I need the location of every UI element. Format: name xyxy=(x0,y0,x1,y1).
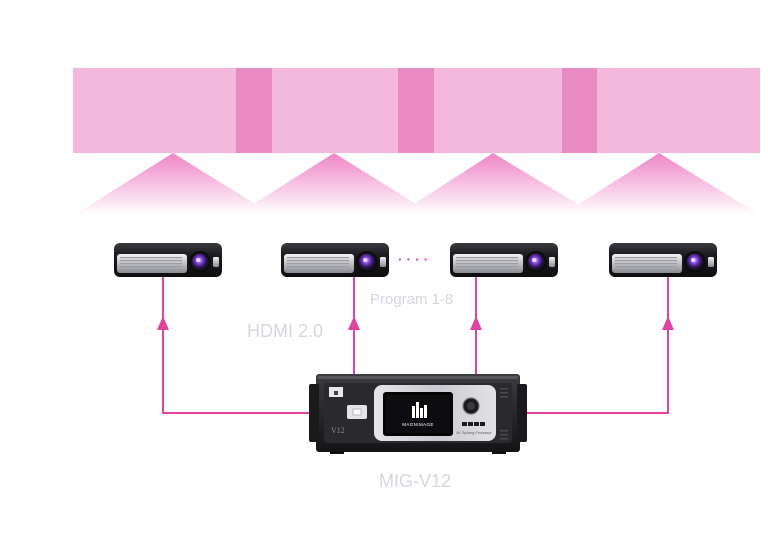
screen-overlap-3 xyxy=(562,68,597,153)
screen-overlap-2 xyxy=(398,68,434,153)
device-model-plate: 4K Splicing Processor xyxy=(456,431,492,435)
arrow-up-icon xyxy=(470,316,482,330)
screen-overlap-1 xyxy=(236,68,272,153)
video-processor-icon: V12 MAGNIMAGE 4K Splicing Processor xyxy=(309,374,527,454)
projector-icon xyxy=(281,243,389,277)
arrow-up-icon xyxy=(662,316,674,330)
device-label: MIG-V12 xyxy=(379,471,451,491)
screen-segment-4 xyxy=(597,68,760,153)
connection-lines xyxy=(157,277,674,414)
program-label: Program 1-8 xyxy=(370,291,453,308)
screen-segment-3 xyxy=(434,68,562,153)
beam-4 xyxy=(562,153,760,215)
projector-icon xyxy=(609,243,717,277)
projector-icon xyxy=(114,243,222,277)
projection-beams xyxy=(74,153,760,215)
line-to-projector-1 xyxy=(162,322,318,414)
arrow-up-icon xyxy=(348,316,360,330)
projector-icon xyxy=(450,243,558,277)
beam-2 xyxy=(236,153,434,215)
hdmi-label: HDMI 2.0 xyxy=(247,321,323,341)
beam-3 xyxy=(397,153,596,215)
screen-segment-2 xyxy=(272,68,398,153)
device-brand: MAGNIMAGE xyxy=(402,422,434,427)
projection-screen xyxy=(73,68,760,153)
device-model-tag: V12 xyxy=(331,426,345,435)
line-to-projector-4 xyxy=(518,277,669,414)
beam-1 xyxy=(74,153,273,215)
ellipsis-dots: · · · · xyxy=(398,251,428,267)
screen-segment-1 xyxy=(73,68,236,153)
